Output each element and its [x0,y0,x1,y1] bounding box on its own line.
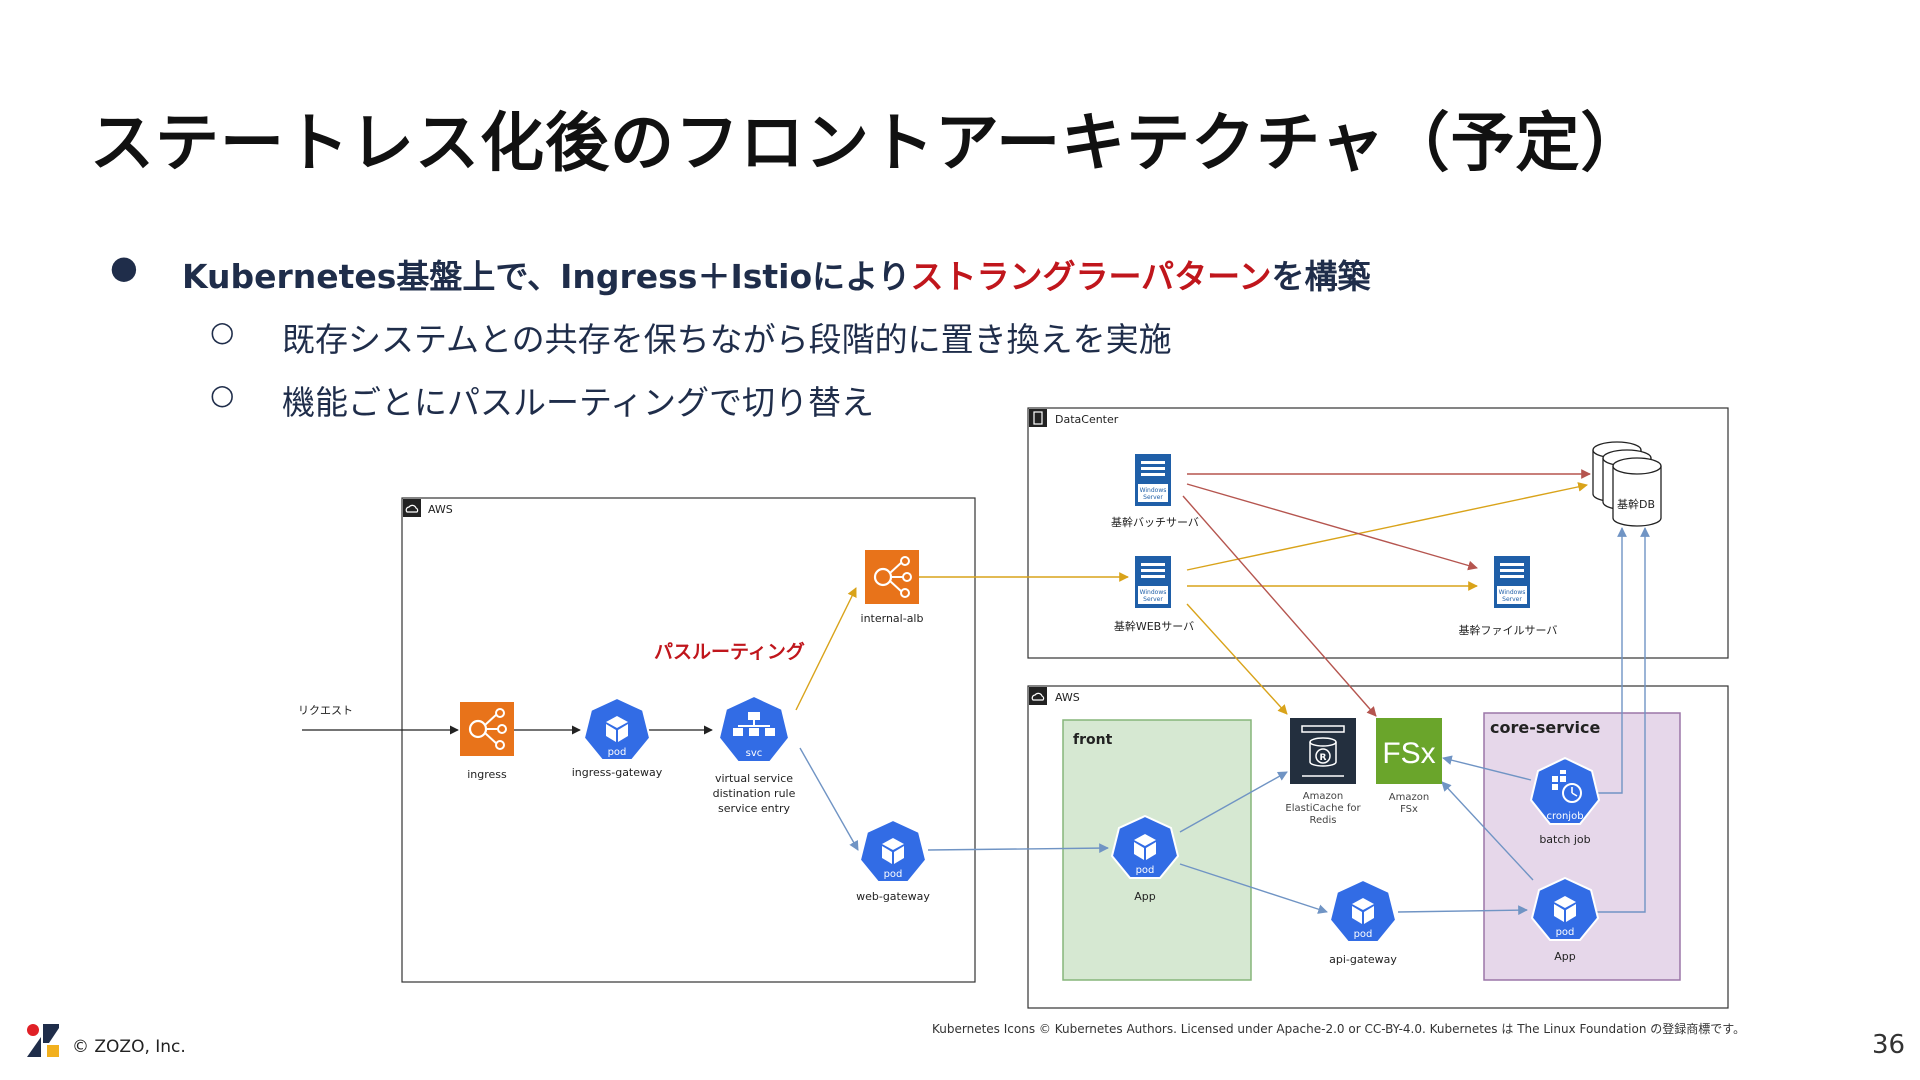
batch-job-node: cronjob batch job [1529,756,1601,846]
server-badge-line2: Server [1143,596,1163,603]
api-gateway-node: pod api-gateway [1328,878,1398,966]
server-badge-line2: Server [1143,494,1163,501]
arrow-batch-job-to-db [1596,527,1627,794]
bullet-main-highlight: ストラングラーパターン [910,257,1272,296]
bullet-sub-text: 既存システムとの共存を保ちながら段階的に置き換えを実施 [282,320,1172,359]
arrow-web-gateway-to-app [927,843,1109,853]
server-badge-line1: Windows [1499,589,1526,596]
bullet-circle-icon: ○ [210,315,235,348]
internal-alb-node: internal-alb [861,550,924,625]
copyright-text: © ZOZO, Inc. [72,1037,186,1057]
batch-server-label: 基幹バッチサーバ [1111,515,1199,529]
front-label: front [1073,732,1113,748]
bullet-main-prefix: Kubernetes基盤上で、Ingress＋Istioにより [182,257,911,296]
bullet-dot-icon: ● [110,248,138,286]
arrow-web-server-to-db [1186,482,1588,571]
front-app-label: App [1134,890,1156,903]
arrow-app-to-elasticache [1179,771,1288,833]
arrow-core-app-to-fsx [1441,781,1534,881]
elasticache-node: R Amazon ElastiCache for Redis [1285,718,1361,826]
arrow-batch-job-to-fsx [1442,755,1532,781]
web-server-label: 基幹WEBサーバ [1114,619,1194,633]
aws-right-label: AWS [1055,691,1080,704]
request-label: リクエスト [298,704,353,717]
pod-icon [1530,876,1600,941]
arrow-core-app-to-db [1597,527,1650,913]
svg-text:R: R [1320,753,1327,763]
vs-label-line1: virtual service [715,772,793,785]
database-icon [1592,441,1662,527]
cloud-icon [403,499,421,517]
credit-text: Kubernetes Icons © Kubernetes Authors. L… [932,1022,1746,1036]
web-server-node: Windows Server 基幹WEBサーバ [1114,556,1194,633]
bullet-main-text: Kubernetes基盤上で、Ingress＋Istioによりストラングラーパタ… [182,250,1371,298]
core-service-label: core-service [1490,718,1601,737]
batch-server-node: Windows Server 基幹バッチサーバ [1111,454,1199,529]
pod-icon [1110,814,1180,879]
bullet-sub-text: 機能ごとにパスルーティングで切り替え [282,383,875,422]
file-server-node: Windows Server 基幹ファイルサーバ [1459,556,1558,637]
cronjob-badge: cronjob [1546,811,1583,822]
ingress-gateway-node: pod ingress-gateway [572,696,663,779]
arrow-app-to-api-gateway [1179,863,1328,914]
cloud-icon [1029,687,1047,705]
datacenter-label: DataCenter [1055,413,1119,426]
virtual-service-node: svc virtual service distination rule ser… [713,694,796,815]
pod-badge: pod [1556,927,1575,938]
core-app-node: pod App [1530,876,1600,963]
pod-badge: pod [1136,865,1155,876]
internal-alb-label: internal-alb [861,612,924,625]
elasticache-label-line2: ElastiCache for [1285,803,1361,814]
server-badge-line1: Windows [1140,487,1167,494]
page-number: 36 [1872,1030,1906,1060]
web-gateway-node: pod web-gateway [856,818,930,903]
path-routing-label: パスルーティング [654,640,805,663]
ingress-label: ingress [467,768,507,781]
vs-label-line2: distination rule [713,787,796,800]
api-gateway-label: api-gateway [1329,953,1397,966]
arrow-api-gateway-to-core-app [1397,905,1528,916]
pod-icon [1328,878,1398,943]
arrow-vs-to-alb [795,587,857,711]
pod-badge: pod [608,747,627,758]
aws-left-label: AWS [428,503,453,516]
bullet-main-suffix: を構築 [1271,257,1371,296]
ingress-node: ingress [460,702,514,781]
zozo-logo-icon [27,1024,59,1057]
web-gateway-label: web-gateway [856,890,930,903]
datacenter-icon [1029,409,1047,427]
elasticache-label-line1: Amazon [1303,791,1343,802]
core-service-group [1483,712,1681,981]
fsx-label-line1: Amazon [1389,792,1429,803]
db-node: 基幹DB [1592,441,1662,527]
elasticache-label-line3: Redis [1310,815,1337,826]
vs-label-line3: service entry [718,802,790,815]
svc-badge: svc [746,748,763,759]
ingress-gateway-label: ingress-gateway [572,766,663,779]
pod-badge: pod [884,869,903,880]
fsx-badge: FSx [1382,737,1435,770]
pod-badge: pod [1354,929,1373,940]
front-app-node: pod App [1110,814,1180,903]
server-badge-line2: Server [1502,596,1522,603]
fsx-node: FSx Amazon FSx [1376,718,1442,815]
arrow-batch-to-file-server [1186,483,1478,571]
arrow-web-server-to-fsx [1186,603,1288,715]
core-app-label: App [1554,950,1576,963]
fsx-label-line2: FSx [1400,804,1418,815]
pod-icon [858,818,928,883]
bullet-circle-icon: ○ [210,378,235,411]
db-label: 基幹DB [1617,497,1655,511]
batch-job-label: batch job [1539,833,1590,846]
file-server-label: 基幹ファイルサーバ [1459,623,1558,637]
arrow-vs-to-web-gateway [799,747,859,851]
slide-title: ステートレス化後のフロントアーキテクチャ（予定） [90,107,1646,181]
arrow-batch-to-fsx [1182,495,1377,717]
server-badge-line1: Windows [1140,589,1167,596]
fsx-icon [1376,718,1442,784]
pod-icon [582,696,652,761]
